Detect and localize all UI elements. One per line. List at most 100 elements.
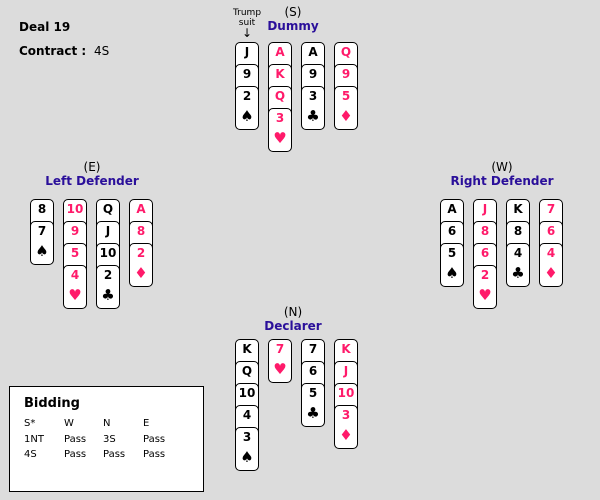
card-rank: 3 xyxy=(308,89,318,103)
card[interactable]: 3♥ xyxy=(268,108,292,152)
bid-cell: 3S xyxy=(103,434,116,445)
card[interactable]: 2♦ xyxy=(129,243,153,287)
card[interactable]: 3♠ xyxy=(235,427,259,471)
card-rank: J xyxy=(482,202,488,216)
card[interactable]: 7♥ xyxy=(268,339,292,383)
card-rank: A xyxy=(275,45,285,59)
card-rank: 5 xyxy=(308,386,318,400)
card-rank: Q xyxy=(241,364,253,378)
role-label: Left Defender xyxy=(45,174,139,188)
card-rank: 8 xyxy=(480,224,490,238)
suit-label: suit xyxy=(238,18,256,28)
spades-suit-icon: ♠ xyxy=(445,264,459,282)
card-rank: A xyxy=(136,202,146,216)
card[interactable]: 3♦ xyxy=(334,405,358,449)
trump-label: Trump xyxy=(232,8,262,18)
card[interactable]: 5♦ xyxy=(334,86,358,130)
seat-label: (N) xyxy=(283,305,303,319)
card-rank: J xyxy=(343,364,349,378)
card[interactable]: 4♥ xyxy=(63,265,87,309)
card[interactable]: 5♣ xyxy=(301,383,325,427)
seat-label: (E) xyxy=(83,160,101,174)
card-rank: 9 xyxy=(341,67,351,81)
card-rank: K xyxy=(275,67,285,81)
role-label: Right Defender xyxy=(450,174,554,188)
card-rank: 10 xyxy=(337,386,355,400)
role-label: Dummy xyxy=(267,19,319,33)
card-rank: Q xyxy=(274,89,286,103)
card-rank: 6 xyxy=(546,224,556,238)
contract-label: Contract : xyxy=(19,44,87,58)
card[interactable]: 7♠ xyxy=(30,221,54,265)
card-rank: 4 xyxy=(546,246,556,260)
card-rank: 8 xyxy=(136,224,146,238)
spades-suit-icon: ♠ xyxy=(240,448,254,466)
hearts-suit-icon: ♥ xyxy=(68,286,82,304)
spades-suit-icon: ♠ xyxy=(240,107,254,125)
bidding-header: N xyxy=(103,418,111,429)
card-rank: 8 xyxy=(37,202,47,216)
contract-value: 4S xyxy=(94,44,110,58)
down-arrow-icon: ↓ xyxy=(241,26,253,40)
card-rank: 4 xyxy=(242,408,252,422)
card-rank: K xyxy=(341,342,351,356)
card-rank: 9 xyxy=(70,224,80,238)
card-rank: 7 xyxy=(308,342,318,356)
role-label: Declarer xyxy=(264,319,322,333)
card-rank: 10 xyxy=(99,246,117,260)
card-rank: 7 xyxy=(37,224,47,238)
card-rank: 10 xyxy=(238,386,256,400)
card[interactable]: 4♣ xyxy=(506,243,530,287)
card[interactable]: 2♣ xyxy=(96,265,120,309)
bid-cell: Pass xyxy=(64,449,87,460)
card[interactable]: 2♥ xyxy=(473,265,497,309)
bid-cell: Pass xyxy=(103,449,126,460)
card-rank: Q xyxy=(102,202,114,216)
bidding-header: E xyxy=(143,418,150,429)
spades-suit-icon: ♠ xyxy=(35,242,49,260)
seat-label: (W) xyxy=(491,160,513,174)
diamonds-suit-icon: ♦ xyxy=(339,426,353,444)
card-rank: 2 xyxy=(136,246,146,260)
clubs-suit-icon: ♣ xyxy=(306,107,320,125)
contract-line: Contract : 4S xyxy=(19,44,109,58)
bid-cell: Pass xyxy=(143,449,166,460)
card-rank: J xyxy=(244,45,250,59)
card[interactable]: 5♠ xyxy=(440,243,464,287)
card-rank: 3 xyxy=(242,430,252,444)
card-rank: 5 xyxy=(447,246,457,260)
card-rank: 8 xyxy=(513,224,523,238)
hearts-suit-icon: ♥ xyxy=(273,129,287,147)
card[interactable]: 4♦ xyxy=(539,243,563,287)
bidding-title: Bidding xyxy=(24,396,80,411)
seat-label: (S) xyxy=(284,5,302,19)
card-rank: 5 xyxy=(70,246,80,260)
card-rank: 9 xyxy=(242,67,252,81)
clubs-suit-icon: ♣ xyxy=(306,404,320,422)
card-rank: 4 xyxy=(70,268,80,282)
bid-cell: Pass xyxy=(64,434,87,445)
card-rank: 10 xyxy=(66,202,84,216)
diamonds-suit-icon: ♦ xyxy=(134,264,148,282)
dummy-label: (S)Dummy xyxy=(213,5,373,33)
card-rank: 6 xyxy=(447,224,457,238)
declarer-label: (N)Declarer xyxy=(213,305,373,333)
card[interactable]: 3♣ xyxy=(301,86,325,130)
hearts-suit-icon: ♥ xyxy=(273,360,287,378)
card-rank: 3 xyxy=(341,408,351,422)
diamonds-suit-icon: ♦ xyxy=(544,264,558,282)
card-rank: 2 xyxy=(480,268,490,282)
card-rank: 2 xyxy=(103,268,113,282)
card-rank: Q xyxy=(340,45,352,59)
clubs-suit-icon: ♣ xyxy=(511,264,525,282)
card-rank: 7 xyxy=(546,202,556,216)
card[interactable]: 2♠ xyxy=(235,86,259,130)
card-rank: A xyxy=(447,202,457,216)
left-defender-label: (E)Left Defender xyxy=(12,160,172,188)
card-rank: 6 xyxy=(308,364,318,378)
bid-cell: 1NT xyxy=(24,434,44,445)
bid-cell: 4S xyxy=(24,449,37,460)
card-rank: J xyxy=(105,224,111,238)
card-rank: 2 xyxy=(242,89,252,103)
